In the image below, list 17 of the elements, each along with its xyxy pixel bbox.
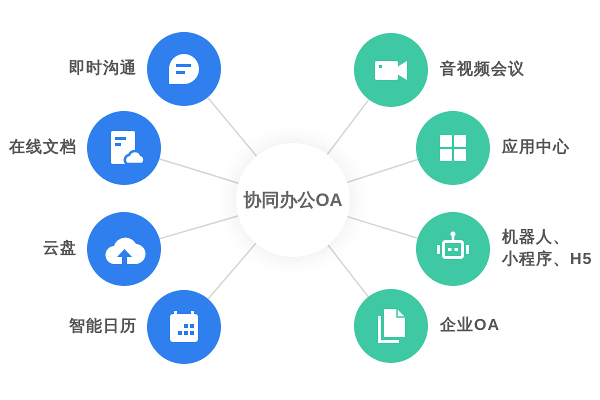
node-label: 云盘 — [43, 238, 77, 259]
node-label: 应用中心 — [502, 137, 570, 158]
connector-line — [347, 216, 418, 239]
connector-line — [346, 158, 418, 184]
connector-line — [159, 215, 238, 240]
hub-circle: 协同办公OA — [236, 143, 350, 257]
connector-line — [208, 242, 256, 300]
node-label: 即时沟通 — [69, 58, 137, 79]
connector-line — [327, 244, 369, 298]
connector-line — [326, 99, 370, 155]
connector-line — [207, 96, 258, 157]
node-label: 企业OA — [440, 316, 500, 336]
node-label: 在线文档 — [9, 137, 77, 158]
connector-line — [159, 158, 239, 184]
node-label: 机器人、小程序、H5 — [502, 228, 594, 270]
node-label: 音视频会议 — [440, 59, 525, 80]
node-label: 智能日历 — [69, 316, 137, 337]
